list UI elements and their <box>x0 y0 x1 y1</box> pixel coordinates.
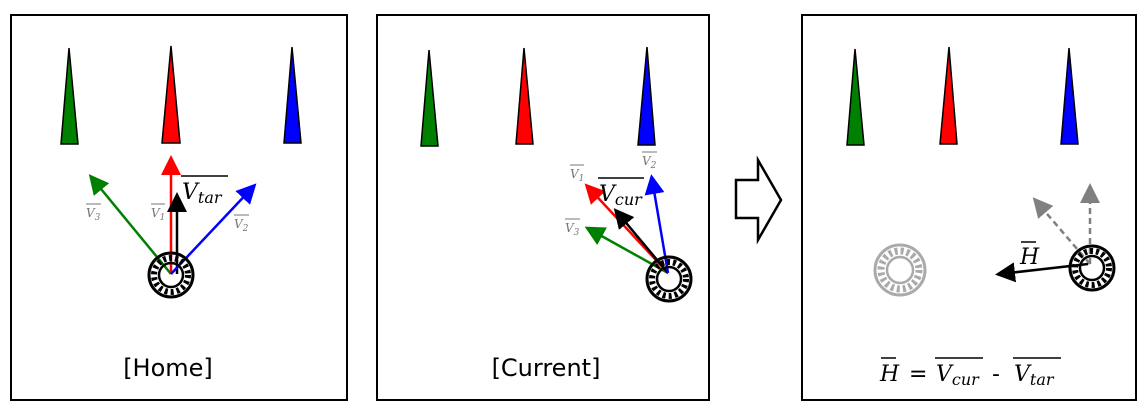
home-labels: V3 V1 V2 Vtar <box>86 175 249 234</box>
current-caption: [Current] <box>492 354 601 382</box>
home-v2-label: V2 <box>234 217 249 234</box>
current-vcur-label: Vcur <box>599 182 643 209</box>
current-v2-label: V2 <box>642 154 657 171</box>
blue-beacon-icon <box>283 46 302 144</box>
result-formula: H = Vcur - Vtar <box>879 357 1061 389</box>
result-h-label: H <box>1019 241 1040 270</box>
blue-beacon-icon <box>1060 47 1079 145</box>
green-beacon-icon <box>420 49 439 147</box>
home-beacons <box>60 45 302 145</box>
current-v3-label: V3 <box>565 221 580 238</box>
formula-h: H <box>879 362 900 387</box>
formula-vcur: Vcur <box>936 362 980 389</box>
red-beacon-icon <box>161 45 181 144</box>
blue-beacon-icon <box>637 46 656 146</box>
current-vectors <box>584 174 670 275</box>
home-vectors <box>88 155 257 275</box>
home-v1-label: V1 <box>151 206 165 223</box>
robot-wheel-icon <box>147 251 195 299</box>
right-arrow-icon <box>734 155 783 245</box>
current-v1-label: V1 <box>570 167 584 184</box>
current-beacons <box>420 46 656 147</box>
current-labels: V1 V2 V3 Vcur <box>565 151 657 238</box>
robot-wheel-icon <box>645 255 693 303</box>
svg-text:H: H <box>1019 245 1040 270</box>
robot-wheel-icon <box>1068 244 1116 292</box>
home-caption: [Home] <box>123 354 213 382</box>
ghost-robot-wheel-icon <box>873 243 927 297</box>
current-v3-arrow <box>584 226 669 275</box>
red-beacon-icon <box>515 47 534 145</box>
green-beacon-icon <box>60 47 79 145</box>
home-vtar-label: Vtar <box>182 180 223 207</box>
result-beacons <box>846 46 1079 146</box>
red-beacon-icon <box>939 46 958 145</box>
formula-equals: = <box>909 362 927 387</box>
formula-minus: - <box>992 362 1000 387</box>
current-vcur-arrow <box>613 208 669 274</box>
home-v3-label: V3 <box>86 206 101 223</box>
green-beacon-icon <box>846 48 865 146</box>
formula-vtar: Vtar <box>1014 362 1055 389</box>
